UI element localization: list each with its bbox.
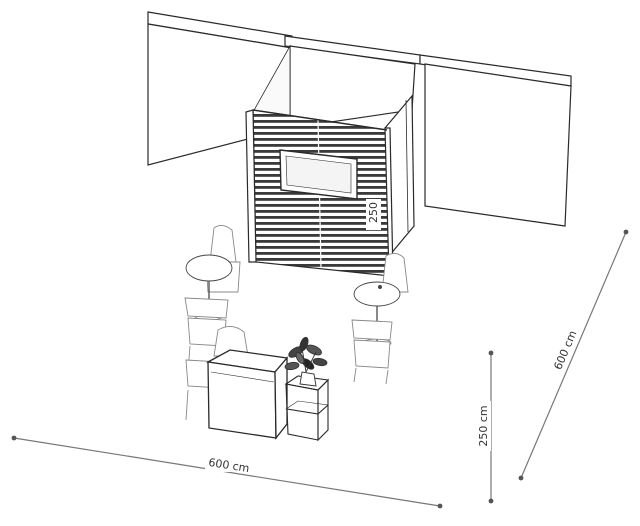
height-dimension: 250 cm (476, 350, 494, 504)
back-wall-center (284, 35, 421, 129)
right-bistro-set (351, 253, 409, 385)
depth-dimension: 600 cm (518, 229, 629, 481)
height-label: 250 cm (477, 405, 490, 446)
shelf-cube (284, 375, 330, 442)
center-marker (378, 285, 382, 289)
left-bistro-set (184, 225, 249, 421)
width-label: 600 cm (208, 456, 251, 475)
back-wall-right (419, 54, 572, 227)
booth-window (279, 149, 358, 200)
booth-height-text: 250 (367, 202, 380, 223)
width-dimension: 600 cm (11, 435, 443, 509)
counter (205, 349, 289, 440)
booth-height-label: 250 (366, 199, 381, 230)
plant (284, 336, 328, 387)
